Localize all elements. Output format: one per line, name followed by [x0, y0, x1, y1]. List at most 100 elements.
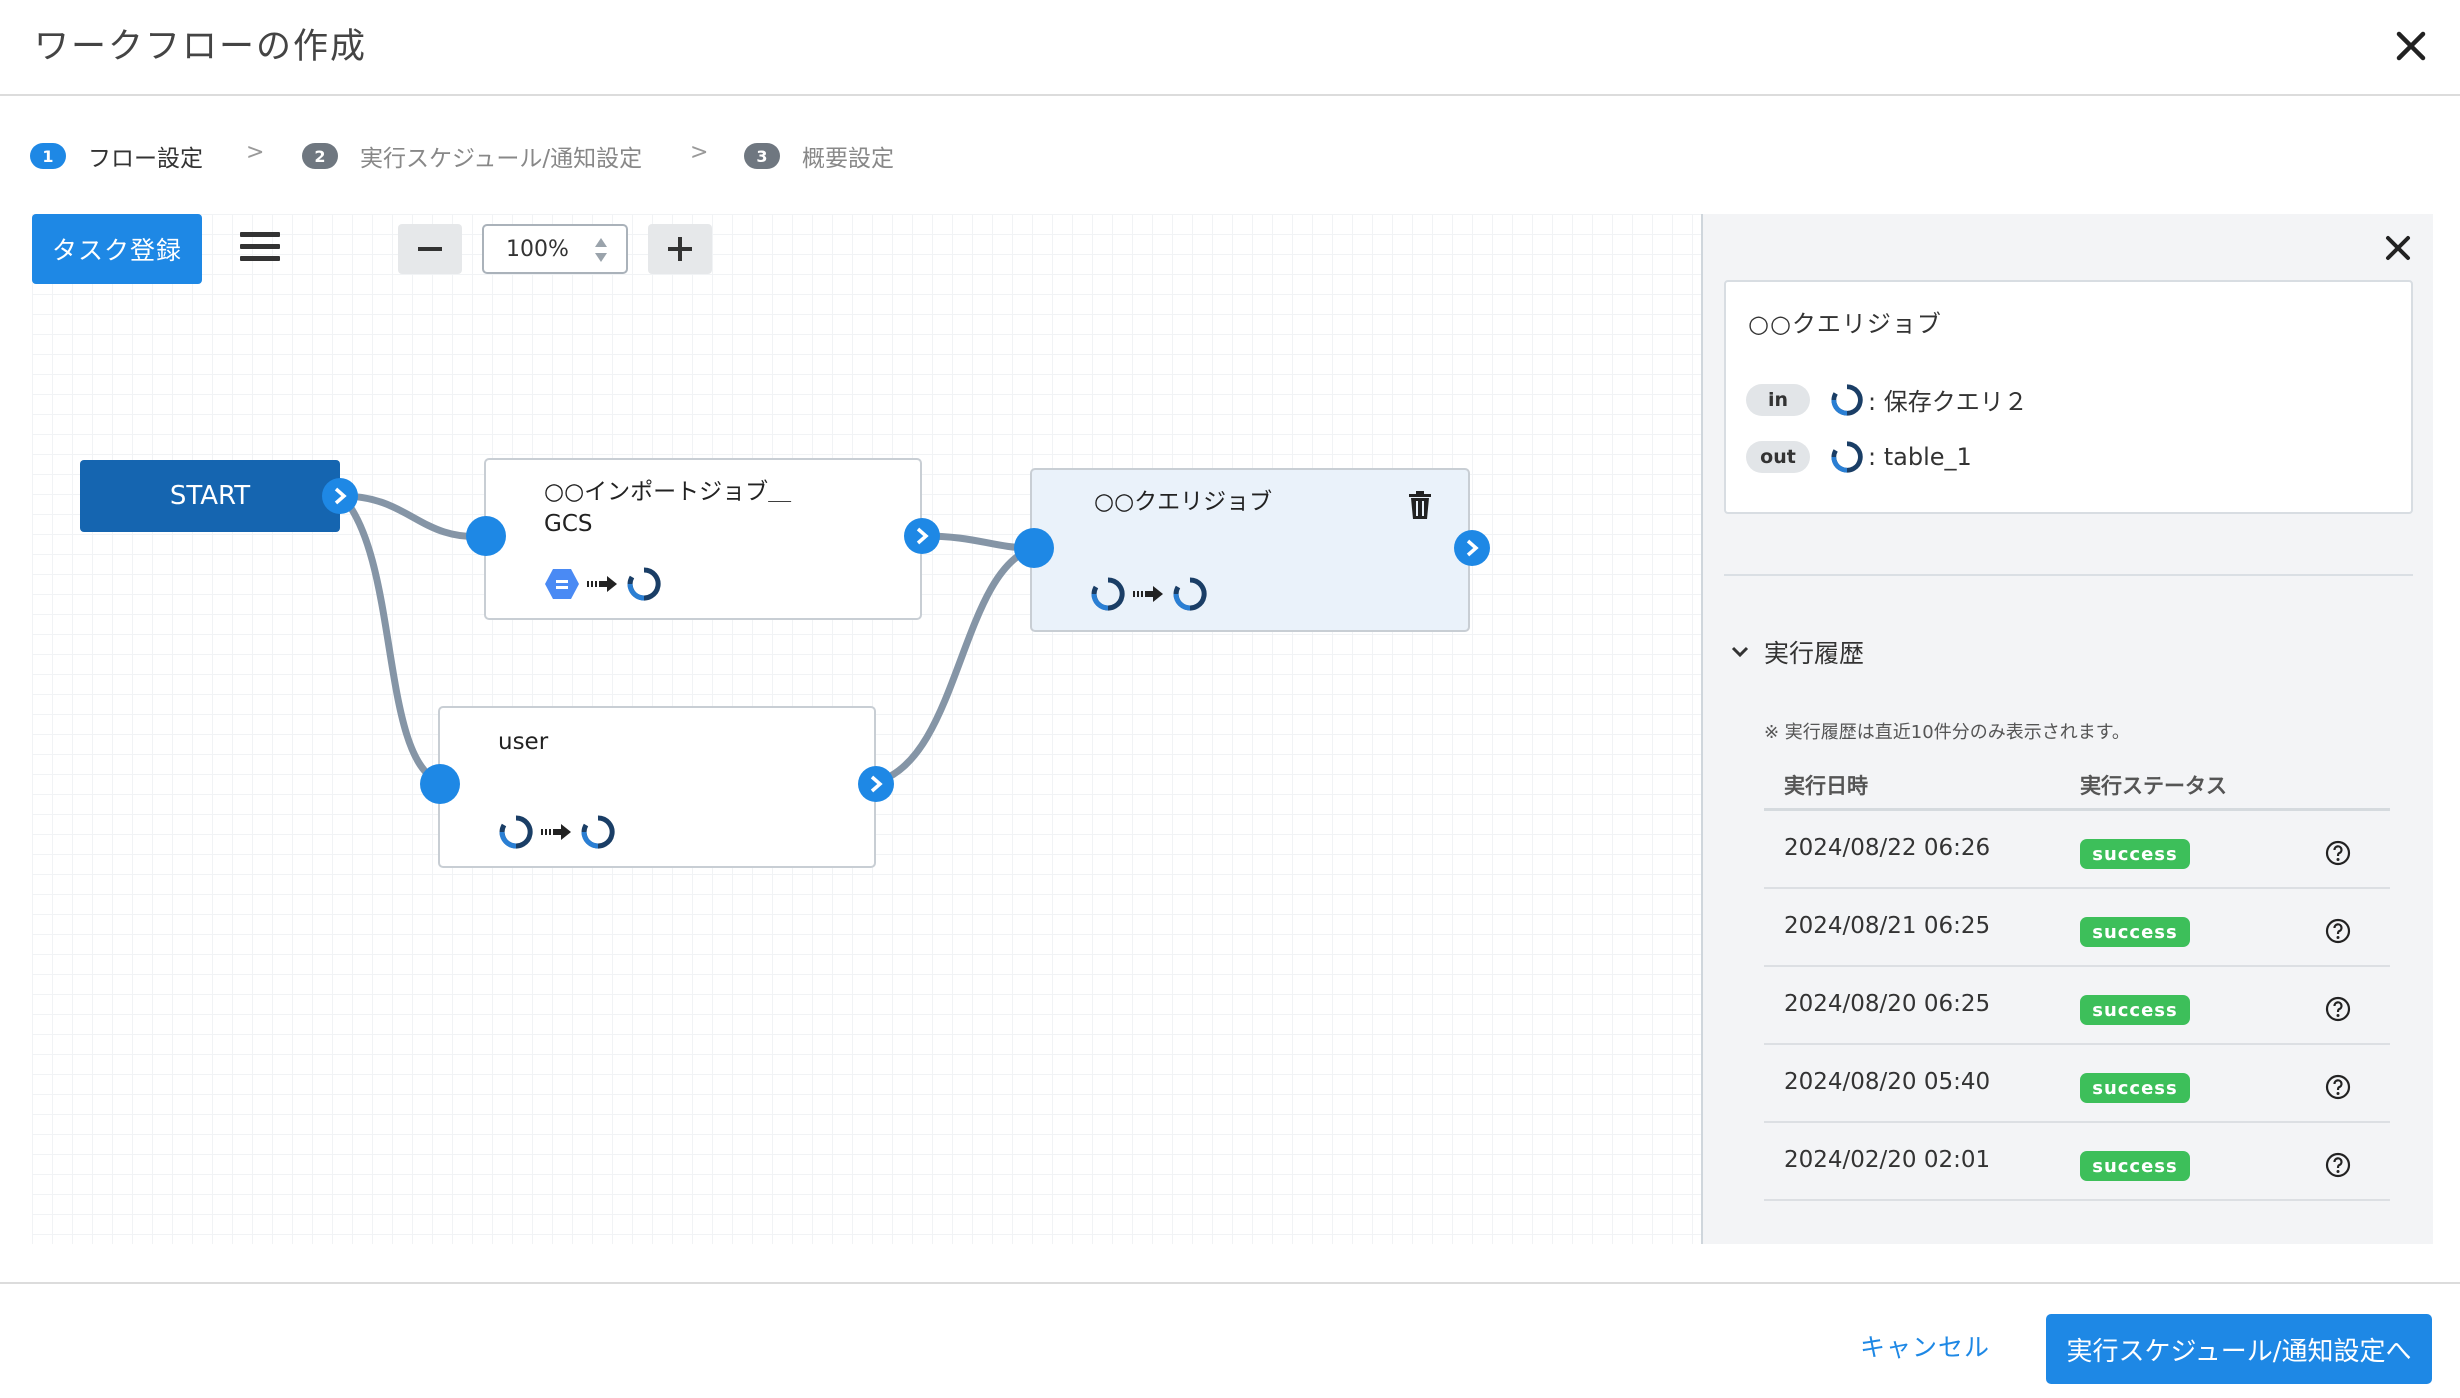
query-job-output-port[interactable] [1454, 530, 1490, 566]
user-node-output-port[interactable] [858, 766, 894, 802]
out-value: : table_1 [1868, 443, 1972, 471]
status-badge: success [2080, 1151, 2190, 1181]
spinner-arrows-icon[interactable] [594, 236, 608, 264]
next-step-button[interactable]: 実行スケジュール/通知設定へ [2046, 1314, 2432, 1384]
user-node-icons [498, 814, 616, 850]
user-node-title: user [498, 729, 549, 755]
history-row: 2024/08/20 05:40 success [1764, 1045, 2390, 1123]
status-badge: success [2080, 839, 2190, 869]
chevron-right-icon [334, 487, 347, 505]
step-number: 2 [302, 143, 338, 169]
plus-icon [668, 237, 692, 261]
step-number: 1 [30, 143, 66, 169]
user-node[interactable]: user [438, 706, 876, 868]
history-date: 2024/02/20 02:01 [1784, 1147, 1991, 1173]
panel-divider [1724, 574, 2413, 576]
out-badge: out [1746, 441, 1810, 473]
help-icon[interactable] [2324, 1073, 2352, 1101]
step-label: フロー設定 [88, 146, 203, 172]
query-job-input-port[interactable] [1014, 528, 1054, 568]
history-date: 2024/08/20 05:40 [1784, 1069, 1991, 1095]
dialog-title: ワークフローの作成 [34, 27, 368, 67]
treasure-data-icon [1173, 577, 1207, 611]
history-date: 2024/08/21 06:25 [1784, 913, 1991, 939]
table-header-divider [1764, 808, 2390, 811]
help-icon[interactable] [2324, 917, 2352, 945]
canvas-divider [1701, 214, 1703, 1244]
transfer-arrow-icon [587, 576, 617, 592]
start-node[interactable]: START [80, 460, 340, 532]
step-label: 実行スケジュール/通知設定 [360, 146, 643, 172]
step-separator: > [246, 140, 265, 165]
query-job-icons [1090, 576, 1208, 612]
minus-icon [418, 247, 442, 251]
transfer-arrow-icon [541, 824, 571, 840]
history-date: 2024/08/22 06:26 [1784, 835, 1991, 861]
step-separator: > [690, 140, 709, 165]
history-row: 2024/08/20 06:25 success [1764, 967, 2390, 1045]
input-row: in : 保存クエリ２ [1746, 382, 2028, 417]
zoom-value: 100% [506, 236, 569, 262]
chevron-right-icon [1466, 539, 1479, 557]
history-row: 2024/08/21 06:25 success [1764, 889, 2390, 967]
import-job-title: ○○インポートジョブ＿ GCS [544, 476, 791, 540]
start-label: START [169, 481, 251, 511]
treasure-data-icon [581, 815, 615, 849]
step-schedule-settings[interactable]: 2 実行スケジュール/通知設定 [302, 140, 642, 172]
close-icon[interactable] [2385, 20, 2437, 72]
in-value: : 保存クエリ２ [1868, 388, 2028, 416]
task-info-card: ○○クエリジョブ in : 保存クエリ２ out : table_1 [1724, 280, 2413, 514]
history-title: 実行履歴 [1764, 639, 1865, 668]
task-info-title: ○○クエリジョブ [1748, 310, 1942, 338]
history-row: 2024/08/22 06:26 success [1764, 811, 2390, 889]
hamburger-menu-icon[interactable] [240, 232, 280, 266]
task-register-button[interactable]: タスク登録 [32, 214, 202, 284]
user-node-input-port[interactable] [420, 764, 460, 804]
import-job-input-port[interactable] [466, 516, 506, 556]
zoom-in-button[interactable] [648, 224, 712, 274]
help-icon[interactable] [2324, 995, 2352, 1023]
in-badge: in [1746, 383, 1810, 416]
help-icon[interactable] [2324, 839, 2352, 867]
dialog-header: ワークフローの作成 [0, 0, 2460, 96]
zoom-level-input[interactable]: 100% [482, 224, 628, 274]
gcs-icon [545, 569, 579, 599]
history-note: ※ 実行履歴は直近10件分のみ表示されます。 [1764, 722, 2130, 743]
import-job-node[interactable]: ○○インポートジョブ＿ GCS [484, 458, 922, 620]
chevron-right-icon [870, 775, 883, 793]
status-badge: success [2080, 1073, 2190, 1103]
step-number: 3 [744, 143, 780, 169]
query-job-node[interactable]: ○○クエリジョブ [1030, 468, 1470, 632]
chevron-right-icon [916, 527, 929, 545]
treasure-data-icon [1831, 441, 1863, 473]
treasure-data-icon [1091, 577, 1125, 611]
treasure-data-icon [499, 815, 533, 849]
step-label: 概要設定 [802, 146, 894, 172]
query-job-title: ○○クエリジョブ [1094, 489, 1273, 515]
status-badge: success [2080, 995, 2190, 1025]
col-header-status: 実行ステータス [2080, 774, 2227, 798]
history-row: 2024/02/20 02:01 success [1764, 1123, 2390, 1201]
help-icon[interactable] [2324, 1151, 2352, 1179]
status-badge: success [2080, 917, 2190, 947]
import-job-title-line2: GCS [544, 511, 593, 537]
step-flow-settings[interactable]: 1 フロー設定 [30, 140, 203, 172]
footer-divider [0, 1282, 2460, 1284]
step-overview-settings[interactable]: 3 概要設定 [744, 140, 894, 172]
import-job-title-line1: ○○インポートジョブ＿ [544, 479, 792, 505]
start-output-port[interactable] [322, 478, 358, 514]
trash-icon[interactable] [1406, 490, 1434, 520]
col-header-date: 実行日時 [1784, 774, 1868, 798]
history-date: 2024/08/20 06:25 [1784, 991, 1991, 1017]
history-toggle[interactable]: 実行履歴 [1728, 634, 1864, 670]
cancel-button[interactable]: キャンセル [1860, 1333, 1991, 1362]
treasure-data-icon [627, 567, 661, 601]
transfer-arrow-icon [1133, 586, 1163, 602]
treasure-data-icon [1831, 383, 1863, 416]
zoom-out-button[interactable] [398, 224, 462, 274]
output-row: out : table_1 [1746, 440, 1972, 474]
panel-close-icon[interactable] [2380, 230, 2416, 266]
chevron-down-icon [1731, 646, 1749, 658]
import-job-icons [544, 566, 662, 602]
import-job-output-port[interactable] [904, 518, 940, 554]
